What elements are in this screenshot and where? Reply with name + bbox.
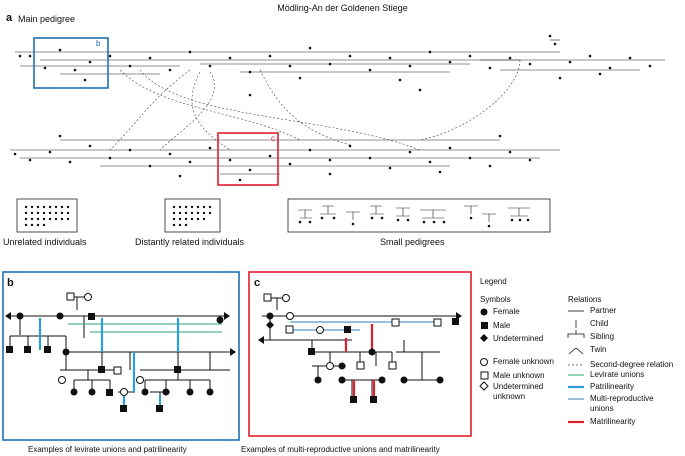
legend-multi-line1: Multi-reproductive bbox=[590, 394, 654, 403]
legend-second-degree: Second-degree relation bbox=[590, 360, 674, 369]
legend-multi-line2: unions bbox=[590, 404, 614, 413]
legend-female-unknown: Female unknown bbox=[493, 357, 554, 366]
legend-matrilinearity: Matrilinearity bbox=[590, 417, 636, 426]
legend-undetermined-unknown-line1: Undetermined bbox=[493, 382, 544, 391]
panel-a-letter: a bbox=[6, 12, 13, 24]
figure-title: Mödling-An der Goldenen Stiege bbox=[277, 3, 408, 13]
panel-c-letter: c bbox=[254, 277, 261, 289]
legend-undetermined: Undetermined bbox=[493, 334, 544, 343]
main-pedigree-label: Main pedigree bbox=[18, 14, 76, 24]
panel-c-caption: Examples of multi-reproductive unions an… bbox=[241, 445, 440, 454]
legend-male: Male bbox=[493, 321, 511, 330]
box-c-label: c bbox=[271, 134, 275, 143]
legend-female: Female bbox=[493, 307, 520, 316]
legend-levirate: Levirate unions bbox=[590, 370, 645, 379]
legend-relations-title: Relations bbox=[568, 295, 602, 304]
unrelated-individuals-label: Unrelated individuals bbox=[3, 237, 87, 247]
distantly-related-label: Distantly related individuals bbox=[135, 237, 245, 247]
legend-title: Legend bbox=[480, 277, 507, 286]
small-pedigrees-label: Small pedigrees bbox=[380, 237, 445, 247]
panel-b-letter: b bbox=[7, 277, 14, 289]
legend-undetermined-unknown-line2: unknown bbox=[493, 392, 526, 401]
legend-partner: Partner bbox=[590, 306, 617, 315]
legend-patrilinearity: Patrilinearity bbox=[590, 382, 635, 391]
legend-symbols-title: Symbols bbox=[480, 295, 511, 304]
panel-b-caption: Examples of levirate unions and patrilin… bbox=[28, 445, 187, 454]
legend-child: Child bbox=[590, 319, 609, 328]
legend-sibling: Sibling bbox=[590, 332, 615, 341]
legend-twin: Twin bbox=[590, 345, 607, 354]
legend-male-unknown: Male unknown bbox=[493, 371, 545, 380]
box-b-label: b bbox=[96, 39, 101, 48]
